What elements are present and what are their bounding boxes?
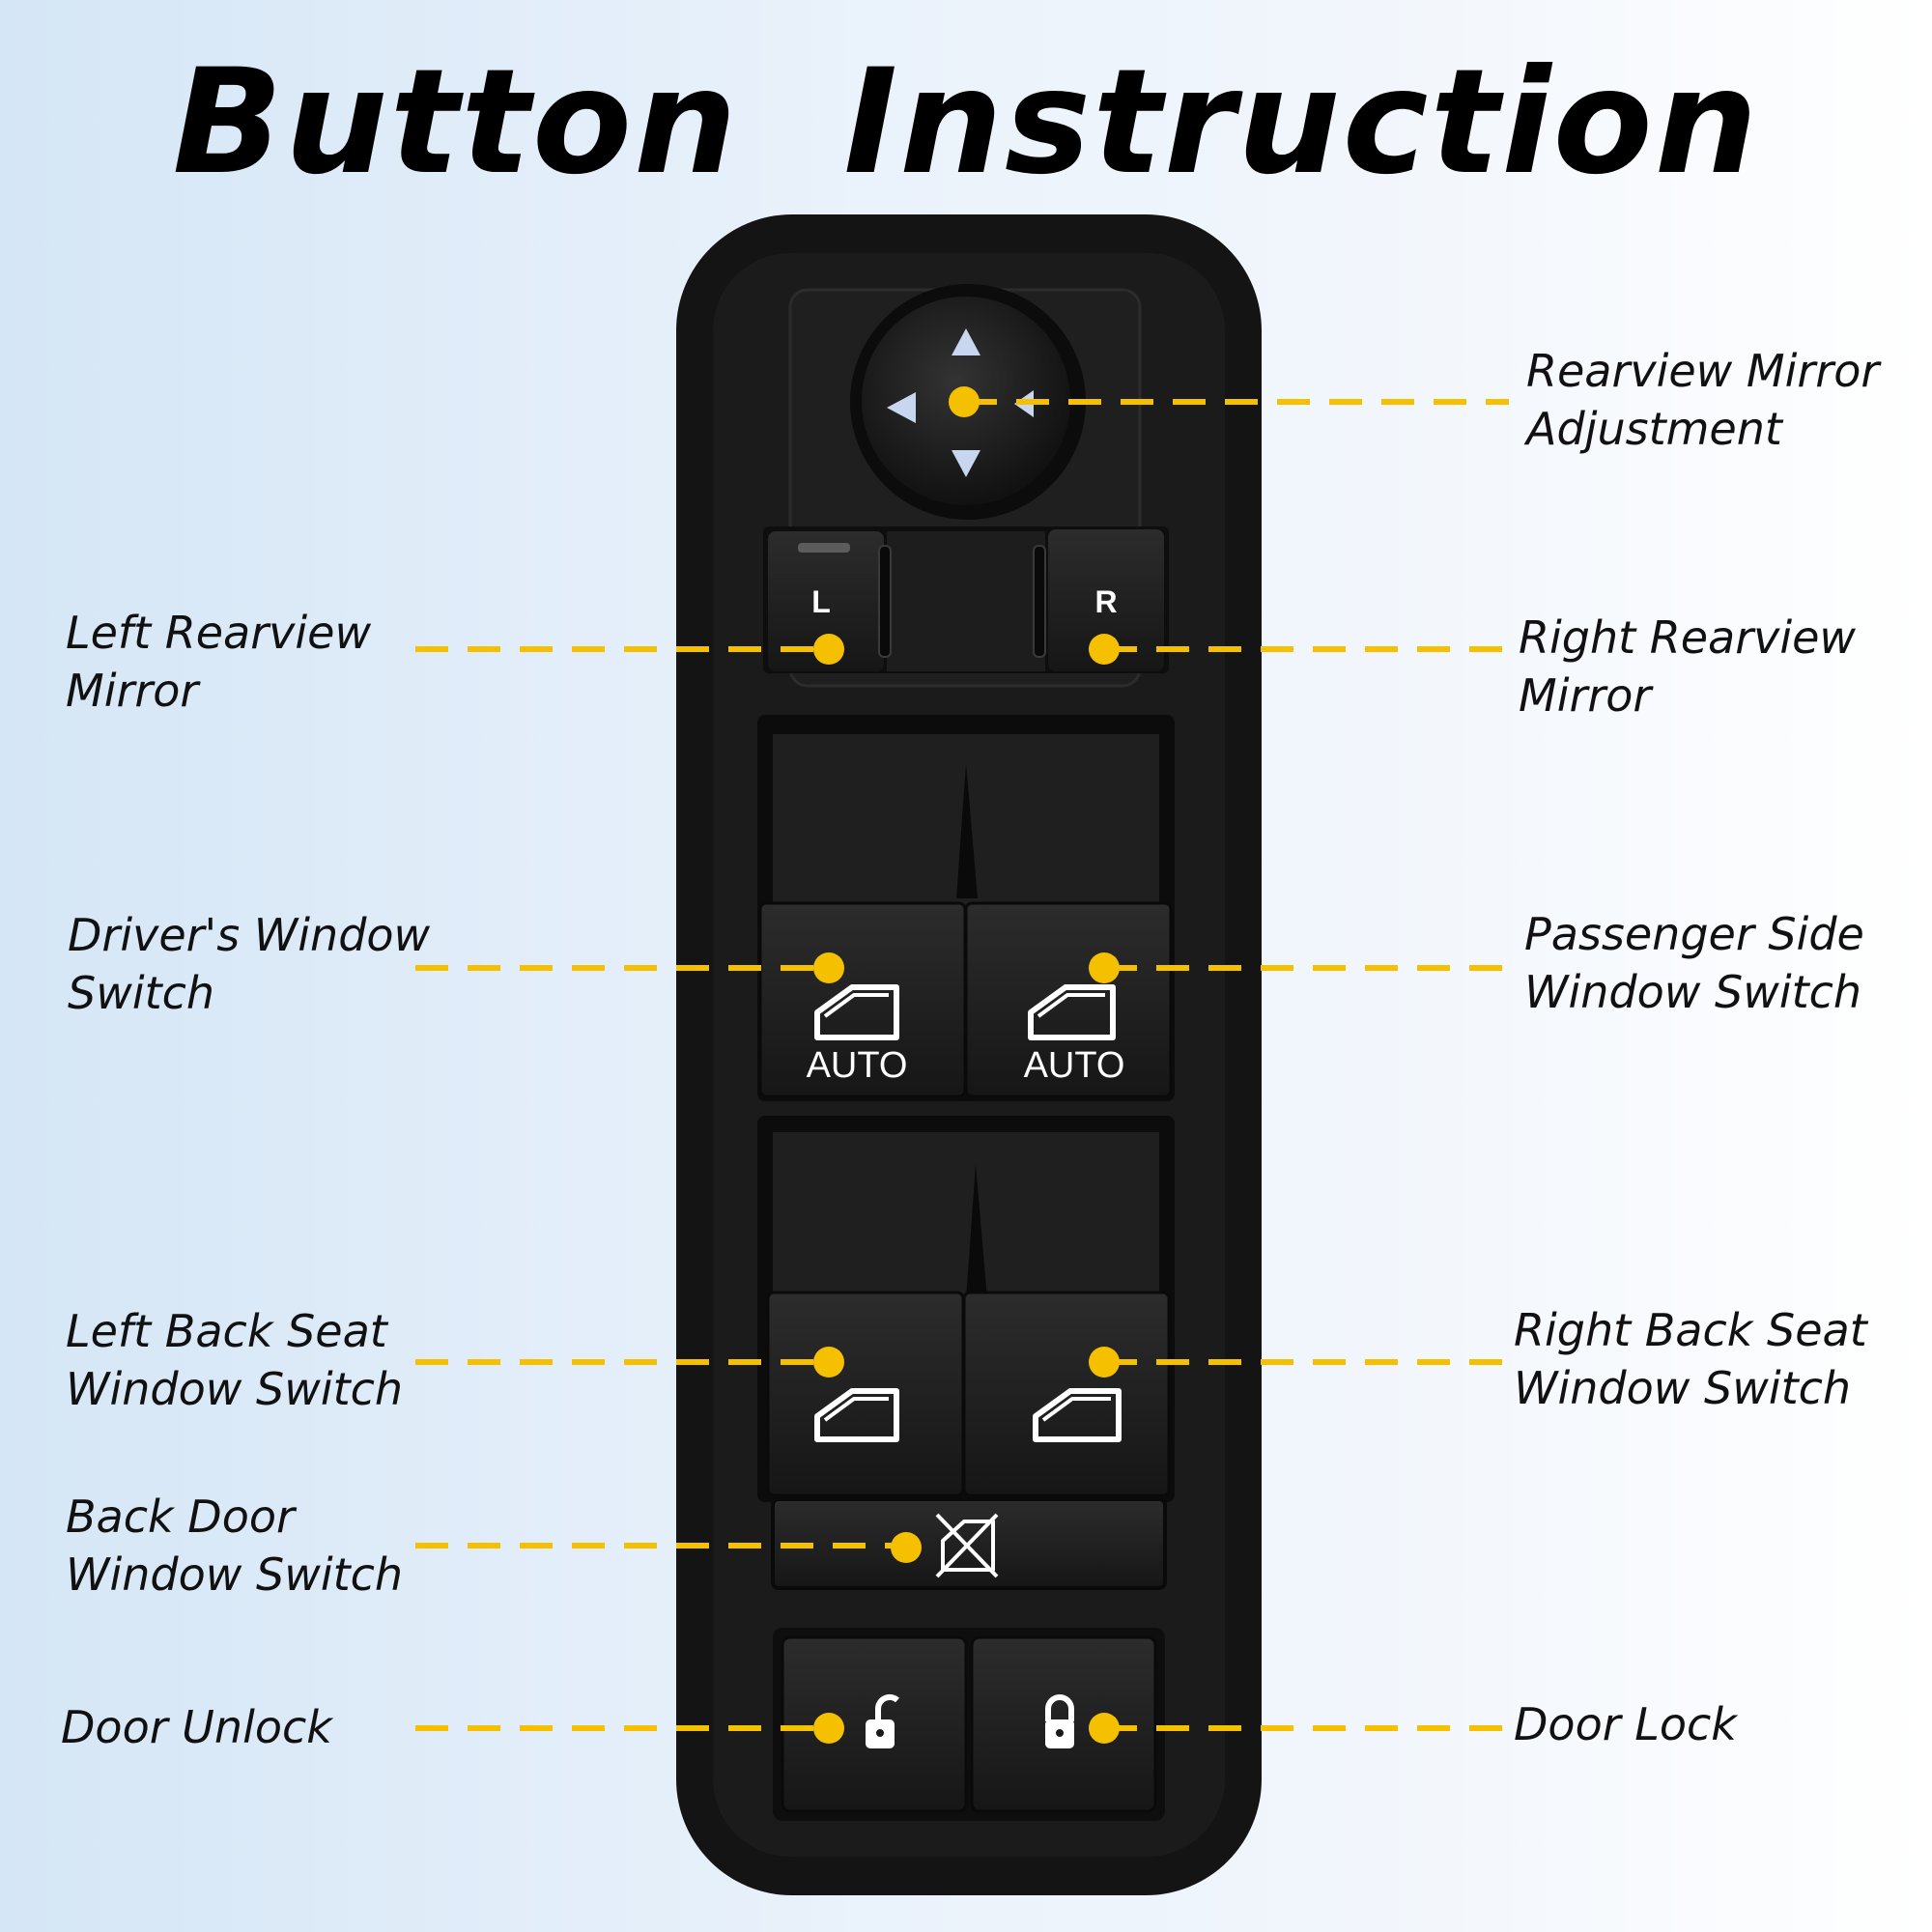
arrow-down-icon [952, 450, 980, 477]
window-icon [1033, 1388, 1122, 1442]
mirror-center-rocker [887, 531, 1045, 671]
left-mirror-letter: L [811, 584, 831, 619]
left-mirror-button[interactable] [768, 531, 884, 671]
window-lockout-icon [935, 1513, 999, 1578]
mirror-selector: L R [763, 526, 1169, 673]
dot-passenger-window [1089, 952, 1120, 983]
callout-dots [813, 386, 1120, 1744]
label-door-lock: Door Lock [1514, 1698, 1737, 1750]
page-title: Button Instruction [172, 39, 1760, 207]
right-mirror-letter: R [1094, 584, 1117, 619]
passenger-window-switch[interactable] [964, 901, 1173, 1098]
front-window-switches: AUTO AUTO [757, 715, 1175, 1101]
dot-right-back-window [1089, 1347, 1120, 1378]
window-icon [1028, 984, 1116, 1040]
dot-right-mirror [1089, 634, 1120, 665]
dot-door-lock [1089, 1713, 1120, 1744]
right-mirror-button[interactable] [1048, 529, 1164, 671]
arrow-left-icon [887, 392, 916, 423]
lock-icon [1045, 1694, 1074, 1748]
dot-mirror-adjust [949, 386, 980, 417]
label-door-unlock: Door Unlock [61, 1701, 332, 1753]
left-mirror-indicator [798, 543, 850, 553]
window-icon [814, 984, 899, 1040]
driver-auto-text: AUTO [807, 1045, 908, 1086]
dot-left-back-window [813, 1347, 844, 1378]
dot-back-door-window [891, 1532, 922, 1563]
callouts [415, 399, 1509, 1731]
passenger-auto-text: AUTO [1024, 1045, 1125, 1086]
dot-driver-window [813, 952, 844, 983]
window-icon [814, 1388, 899, 1442]
dot-door-unlock [813, 1713, 844, 1744]
arrow-up-icon [952, 328, 980, 355]
dot-left-mirror [813, 634, 844, 665]
rear-window-switches [757, 1116, 1175, 1502]
unlock-icon [866, 1693, 899, 1748]
